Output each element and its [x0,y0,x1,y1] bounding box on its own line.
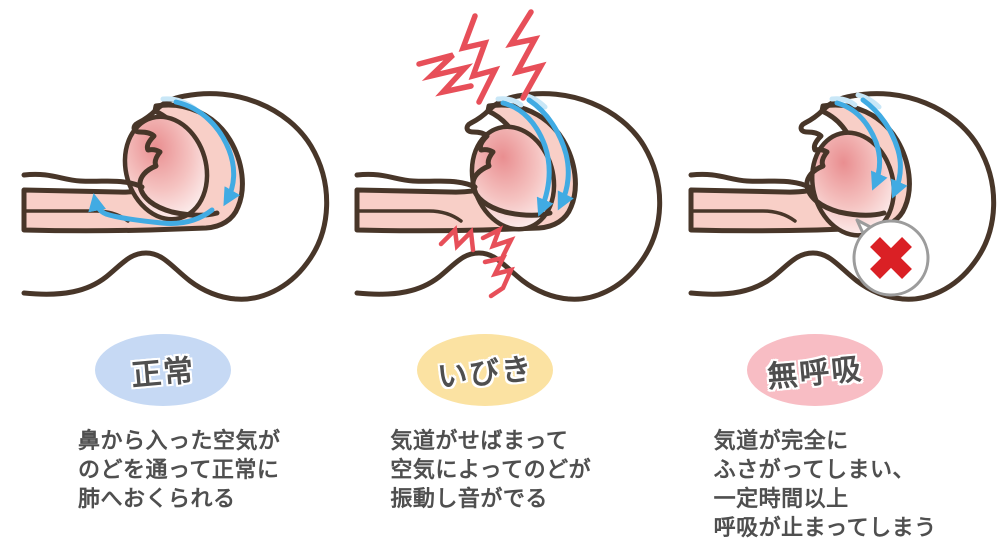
description-snoring: 気道がせばまって 空気によってのどが 振動し音がでる [390,426,591,513]
panel-normal: 正常 鼻から入った空気が のどを通って正常に 肺へおくられる [0,0,333,560]
neck-jaw-line [21,171,145,190]
description-line: 空気によってのどが [390,457,592,482]
panel-snoring: いびき 気道がせばまって 空気によってのどが 振動し音がでる [333,0,666,560]
description-line: 一定時間以上 [713,486,849,511]
description-line: 呼吸が止まってしまう [713,515,937,540]
airflow-arrow-blocked-icon [500,100,554,217]
status-badge-apnea: 無呼吸 [746,334,883,406]
description-normal: 鼻から入った空気が のどを通って正常に 肺へおくられる [78,426,281,513]
airflow-entry-highlight [495,96,524,108]
ground-neck-line [21,250,239,302]
airflow-arrow-stopped-icon [834,100,888,191]
status-badge-snoring: いびき [417,334,554,406]
description-line: 気道が完全に [713,428,849,453]
snore-bolt-icon [416,52,475,97]
face-profile [798,93,887,218]
ground-neck-line [354,250,572,302]
panel-apnea: 無呼吸 気道が完全に ふさがってしまい、 一定時間以上 呼吸が止まってしまう [667,0,1000,560]
blocked-x-icon [869,237,912,279]
head-diagram-apnea [688,91,996,302]
face-profile [464,93,553,218]
airflow-entry-highlight [829,96,858,108]
description-line: のどを通って正常に [78,457,280,482]
status-badge-normal: 正常 [95,334,231,406]
badge-label: 正常 [129,354,197,393]
head-diagram-snoring [354,9,663,302]
description-line: 気道がせばまって [390,428,569,453]
neck-jaw-line [688,171,812,190]
snore-bolt-icon [458,13,501,105]
description-apnea: 気道が完全に ふさがってしまい、 一定時間以上 呼吸が止まってしまう [714,426,937,542]
head-diagram-normal [21,91,330,302]
airflow-arrow-stopped-icon [860,97,908,199]
description-line: 鼻から入った空気が [78,428,281,453]
snore-bolt-icon [505,9,547,101]
badge-label: いびき [436,352,535,395]
neck-jaw-line [354,171,478,190]
airflow-entry-highlight [855,92,882,110]
trachea-split-line [355,209,464,223]
description-line: 肺へおくられる [78,486,236,511]
airflow-arrow-nasal-icon [173,99,241,207]
vibration-spikes-icon [439,225,476,253]
face-profile [131,93,220,218]
vibration-spikes-icon [483,254,516,299]
description-line: ふさがってしまい、 [713,457,916,482]
description-line: 振動し音がでる [390,486,548,511]
trachea-split-line [688,209,797,223]
airflow-arrow-blocked-icon [526,97,575,211]
badge-label: 無呼吸 [765,352,865,395]
vibration-spikes-icon [481,225,516,259]
airflow-arrow-trachea-icon [88,192,215,226]
